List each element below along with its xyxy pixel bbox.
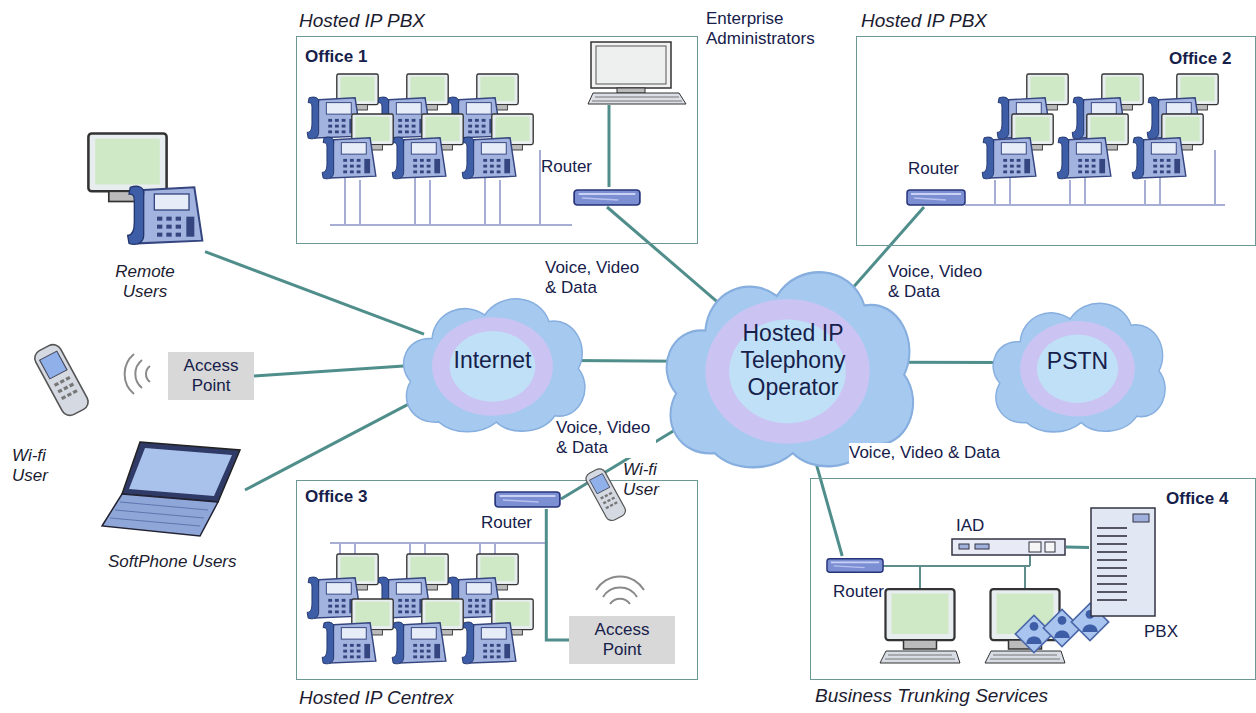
office-caption: Business Trunking Services [815, 685, 1048, 707]
remote-icon [85, 130, 205, 258]
office-name: Office 4 [1166, 489, 1228, 509]
user-label: Wi-fi User [12, 446, 60, 486]
office-box: Hosted IP PBXOffice 1Enterprise Administ… [296, 36, 698, 244]
admin-workstation: Enterprise Administrators [579, 7, 844, 107]
laptop-icon [100, 440, 245, 540]
internet-cloud: Internet [395, 285, 590, 435]
connector-line [205, 252, 424, 335]
router-icon [494, 489, 561, 509]
office-heading: Hosted IP PBX [861, 10, 987, 32]
wifi-user: Wi-fi User [581, 456, 691, 556]
softphone-user: SoftPhone Users [100, 440, 250, 580]
remote-user: Remote Users [85, 130, 205, 305]
office-name: Office 1 [305, 47, 367, 67]
office-heading: Hosted IP PBX [299, 10, 425, 32]
connector-line [546, 509, 569, 640]
office-box: Office 3Hosted IP CentrexRouterWi-fi Use… [296, 480, 698, 680]
device-label: PBX [1144, 622, 1178, 642]
router-device: Router [481, 487, 566, 535]
edge-label: Voice, Video & Data [556, 418, 656, 458]
router-icon [826, 556, 884, 574]
edge-label: Voice, Video & Data [888, 262, 993, 302]
device-label: Enterprise Administrators [706, 9, 836, 49]
pbx-icon [1089, 506, 1157, 618]
office-name: Office 2 [1169, 49, 1231, 69]
router-device: Router [823, 554, 889, 604]
office-box: Hosted IP PBXOffice 2Router [856, 36, 1256, 246]
user-label: Wi-fi User [623, 460, 671, 500]
connector-line [1066, 546, 1089, 549]
connector-line [571, 359, 682, 363]
device-label: IAD [956, 516, 984, 536]
mobile-icon [28, 338, 93, 423]
connector-line [254, 365, 415, 376]
pstn-cloud: PSTN [985, 290, 1170, 435]
user-label: Remote Users [105, 262, 185, 302]
office-box: Office 4Business Trunking ServicesRouter… [810, 478, 1256, 680]
operator-cloud: Hosted IP Telephony Operator [655, 252, 920, 472]
connector-line [608, 105, 611, 187]
mobile-icon [581, 464, 629, 526]
device-label: Router [908, 159, 959, 179]
user-label: SoftPhone Users [108, 552, 237, 572]
office-caption: Hosted IP Centrex [299, 687, 454, 709]
connector-line [245, 393, 430, 490]
device-label: Router [833, 582, 884, 602]
pbx-device: PBX [1086, 506, 1181, 646]
cloud-label: Hosted IP Telephony Operator [713, 320, 873, 401]
router-icon [573, 187, 641, 207]
cloud-label: Internet [395, 347, 590, 374]
access-point: Access Point [168, 352, 254, 400]
edge-label: Voice, Video & Data [545, 258, 650, 298]
wifi-user: Wi-fi User [8, 338, 128, 503]
iad-device: IAD [951, 516, 1069, 558]
device-label: Access Point [176, 356, 246, 396]
edge-label: Voice, Video & Data [849, 443, 1000, 463]
access-point: Access Point [569, 616, 675, 664]
router-device: Router [541, 157, 643, 209]
office-name: Office 3 [305, 487, 367, 507]
router-device: Router [906, 159, 970, 209]
pc-icon [587, 41, 687, 105]
device-label: Router [481, 513, 532, 533]
device-label: Router [541, 157, 592, 177]
device-label: Access Point [577, 620, 667, 660]
cloud-label: PSTN [985, 348, 1170, 375]
iad-icon [951, 538, 1066, 556]
router-icon [906, 187, 966, 207]
connector-line [894, 361, 1004, 364]
